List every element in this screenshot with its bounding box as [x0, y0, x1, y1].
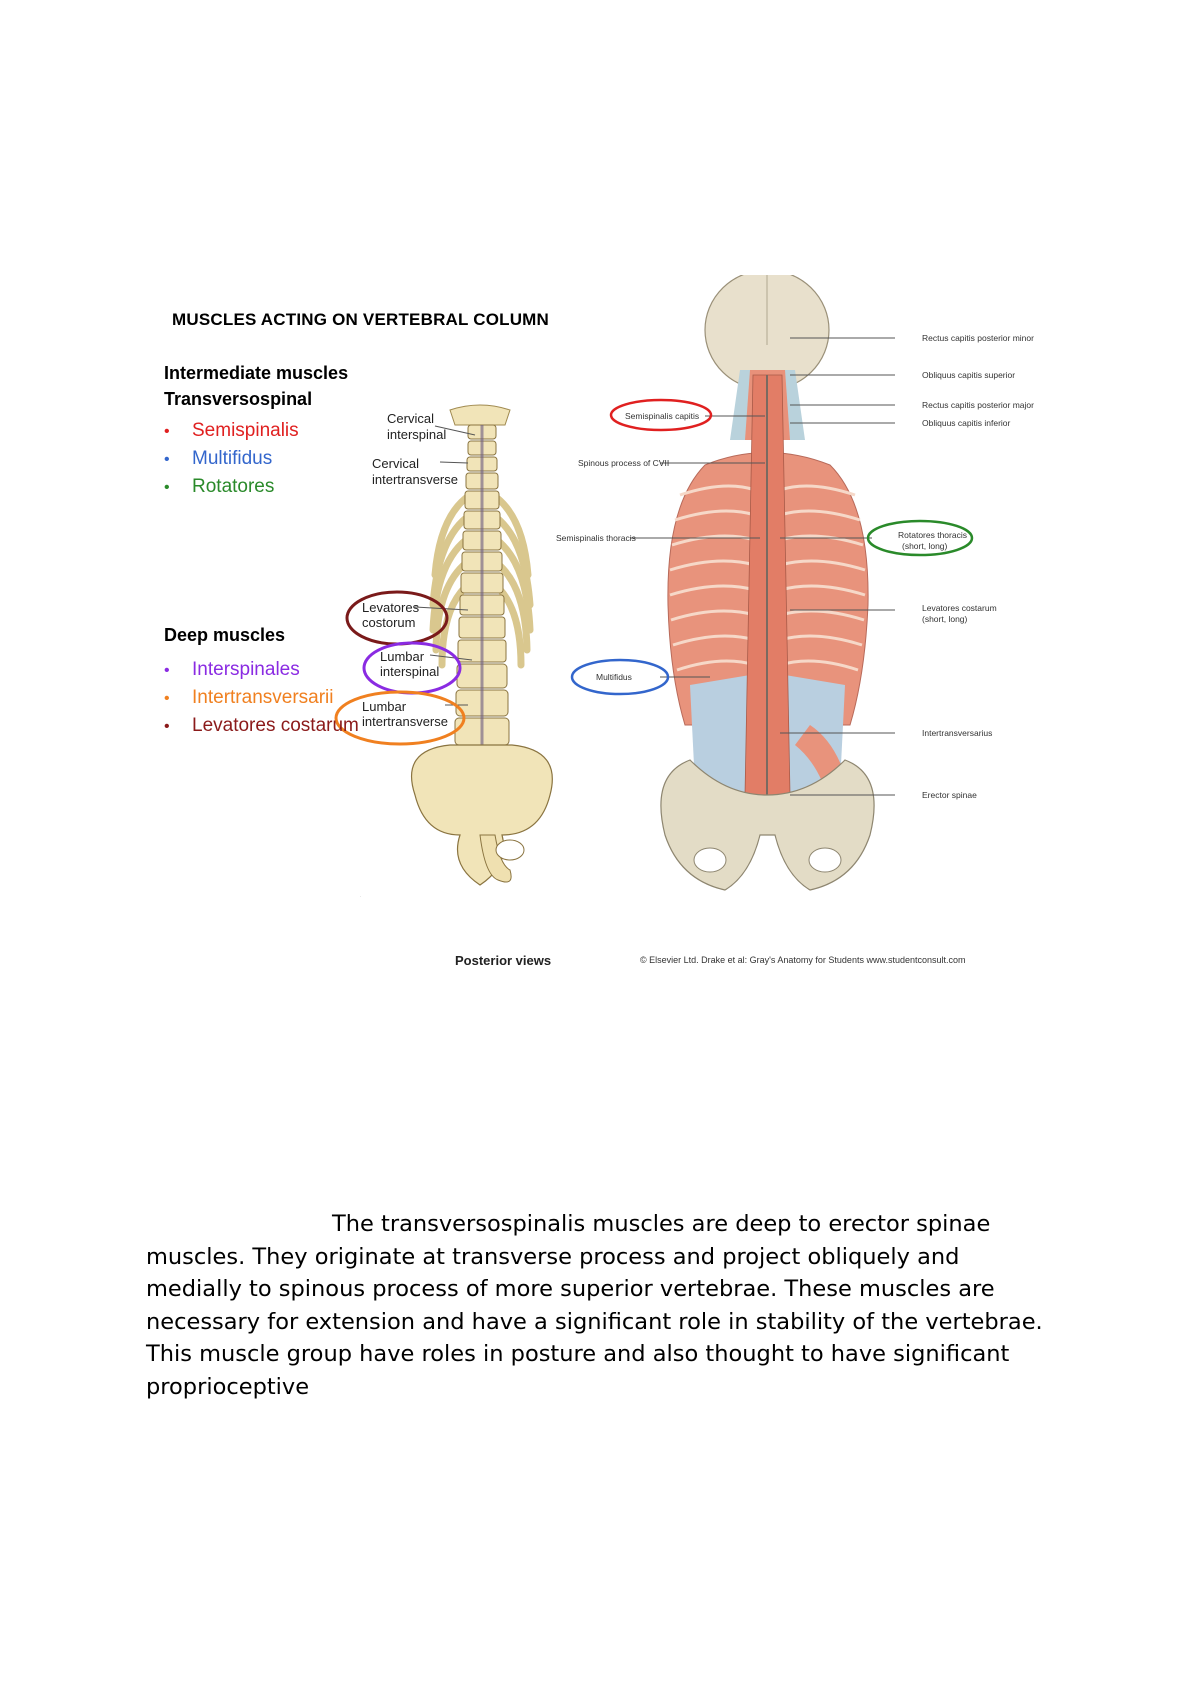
bullet-icon: • [164, 718, 170, 735]
rotatores-ring [866, 519, 974, 557]
figure-title: MUSCLES ACTING ON VERTEBRAL COLUMN [172, 310, 550, 329]
transversospinal-heading: Transversospinal [164, 389, 313, 409]
bullet-icon: • [164, 423, 170, 440]
label-cervical-interspinal-1: Cervical [387, 411, 434, 426]
back-musculature [660, 275, 875, 891]
list-item: • Intertransversarii [164, 684, 359, 712]
label-multifidus: Multifidus [596, 672, 632, 682]
label-lumbar-intertransverse-1: Lumbar [362, 699, 407, 714]
label-credit: © Elsevier Ltd. Drake et al: Gray's Anat… [640, 955, 966, 965]
label-lumbar-interspinal-2: interspinal [380, 664, 439, 679]
list-item-label: Intertransversarii [192, 687, 334, 708]
label-rotatores-1: Rotatores thoracis [898, 530, 967, 540]
deep-heading: Deep muscles [164, 625, 286, 645]
bullet-icon: • [164, 479, 170, 496]
list-item-label: Rotatores [192, 476, 275, 497]
body-paragraph: The transversospinalis muscles are deep … [146, 1211, 1043, 1400]
label-levatores-costarum-2: (short, long) [922, 614, 968, 624]
bullet-icon: • [164, 662, 170, 679]
label-cervical-interspinal-2: interspinal [387, 427, 446, 442]
spine-skeleton: . [360, 404, 553, 898]
label-levatores-1: Levatores [362, 600, 420, 615]
semispinalis-capitis-ring [609, 398, 713, 432]
label-lumbar-interspinal-1: Lumbar [380, 649, 425, 664]
label-rotatores-2: (short, long) [902, 541, 948, 551]
multifidus-ring [570, 658, 670, 696]
list-item: • Interspinales [164, 656, 359, 684]
label-rectus-major: Rectus capitis posterior major [922, 400, 1034, 410]
label-cervical-intertransverse-2: intertransverse [372, 472, 458, 487]
intermediate-heading: Intermediate muscles [164, 363, 349, 383]
label-cervical-intertransverse-1: Cervical [372, 456, 419, 471]
anatomy-figure: . Cervical interspinal Cervical intertra… [150, 275, 1070, 1015]
label-rectus-minor: Rectus capitis posterior minor [922, 333, 1034, 343]
anatomy-illustration: . Cervical interspinal Cervical intertra… [334, 275, 1034, 968]
list-item-label: Levatores costarum [192, 715, 359, 736]
spine-leader-lines [414, 425, 476, 706]
label-posterior-views: Posterior views [455, 953, 551, 968]
bullet-icon: • [164, 451, 170, 468]
label-obliquus-superior: Obliquus capitis superior [922, 370, 1015, 380]
label-spinous-cvii: Spinous process of CVII [578, 458, 669, 468]
deep-list: • Interspinales • Intertransversarii • Leva… [164, 656, 359, 740]
list-item: • Semispinalis [164, 417, 299, 445]
bullet-icon: • [164, 690, 170, 707]
list-item-label: Semispinalis [192, 420, 299, 441]
list-item-label: Interspinales [192, 659, 300, 680]
label-obliquus-inferior: Obliquus capitis inferior [922, 418, 1011, 428]
label-semispinalis-capitis: Semispinalis capitis [625, 411, 699, 421]
label-lumbar-intertransverse-2: intertransverse [362, 714, 448, 729]
list-item: • Rotatores [164, 473, 299, 501]
list-item: • Multifidus [164, 445, 299, 473]
label-semispinalis-thoracis: Semispinalis thoracis [556, 533, 636, 543]
transversospinal-list: • Semispinalis • Multifidus • Rotatores [164, 417, 299, 501]
label-levatores-2: costorum [362, 615, 415, 630]
list-item: • Levatores costarum [164, 712, 359, 740]
label-intertransversarius: Intertransversarius [922, 728, 992, 738]
lumbar-intertransverse-ring [334, 690, 466, 746]
label-levatores-costarum-1: Levatores costarum [922, 603, 997, 613]
list-item-label: Multifidus [192, 448, 273, 469]
label-erector-spinae: Erector spinae [922, 790, 977, 800]
svg-text:.: . [360, 893, 361, 898]
back-leader-lines [630, 337, 895, 796]
